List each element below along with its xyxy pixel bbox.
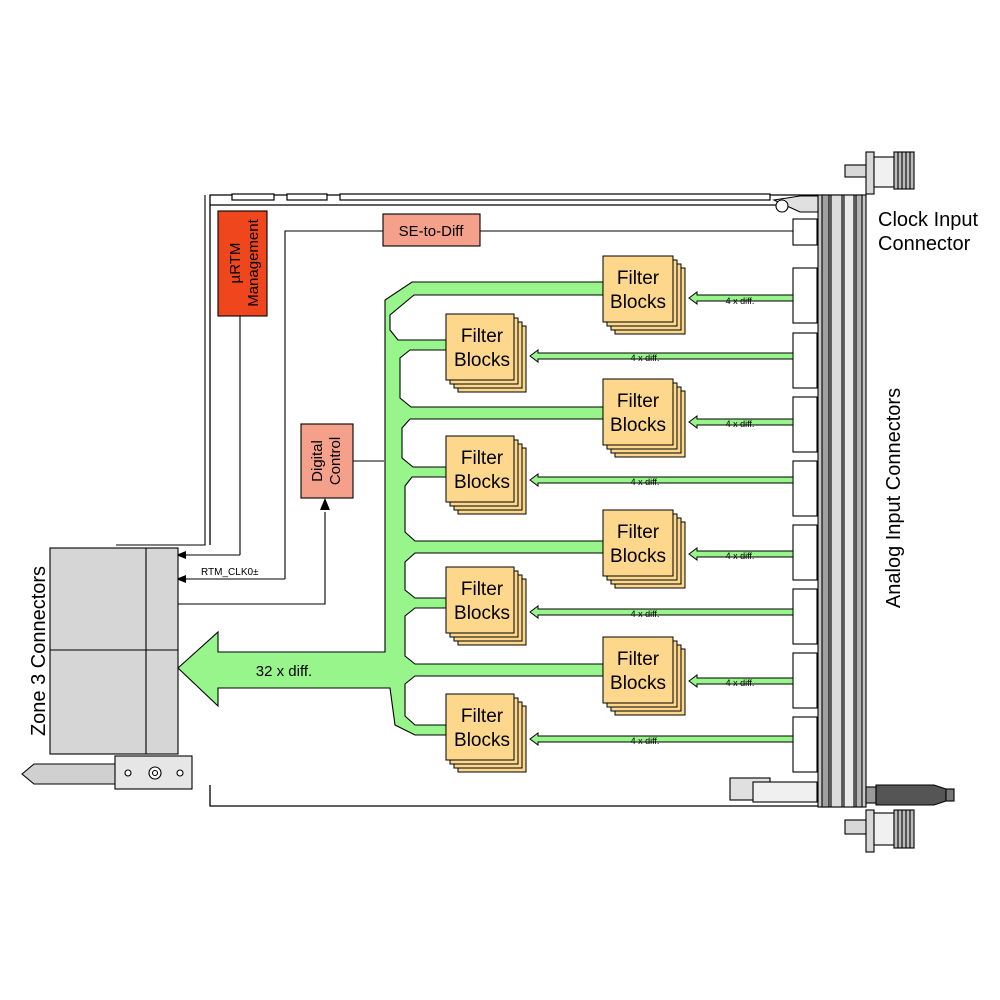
filter-block-label: Filter [461,706,504,727]
input-arrow [529,605,794,619]
zone3-connector-block [49,547,179,755]
filter-block-label: Blocks [454,603,510,624]
input-arrow [688,547,794,561]
input-arrows [529,291,794,746]
digital-control-block [300,423,354,499]
filter-block-label: Blocks [610,292,666,313]
filter-block-label: Filter [617,391,660,412]
filter-block-label: Blocks [610,546,666,567]
clock-socket [792,218,818,246]
input-diff-label: 4 x diff. [631,477,660,487]
bottom-panel-hardware [729,777,955,853]
filter-block-label: Filter [461,448,504,469]
filter-block-stack [445,313,527,393]
input-diff-label: 4 x diff. [726,296,755,306]
zone3-label: Zone 3 Connectors [28,566,50,736]
filter-block-label: Filter [617,649,660,670]
filter-block-stack [445,435,527,515]
input-arrow [529,732,794,746]
urtm-label-line1: µRTM [227,243,244,284]
input-diff-label: 4 x diff. [726,678,755,688]
filter-block-stack [445,566,527,646]
digital-control-line2: Control [327,437,344,485]
ejector-handle [21,755,193,790]
analog-input-sockets [792,267,818,773]
clock-input-label-line1: Clock Input [878,209,978,231]
input-arrow [688,291,794,305]
urtm-label-line2: Management [245,218,262,306]
se-to-diff-label: SE-to-Diff [399,223,465,240]
se-to-diff-block [382,213,481,247]
input-diff-label: 4 x diff. [631,609,660,619]
filter-block-stack [602,636,686,716]
input-arrow [688,674,794,688]
input-diff-label: 4 x diff. [726,419,755,429]
filter-block-label: Blocks [454,730,510,751]
digital-control-line1: Digital [309,440,326,482]
input-arrow [688,415,794,429]
input-diff-label: 4 x diff. [631,353,660,363]
input-diff-label: 4 x diff. [631,736,660,746]
filter-block-label: Blocks [610,673,666,694]
clock-input-label-line2: Connector [878,233,971,255]
signal-lines [116,195,793,605]
bus-arrow [177,281,604,736]
analog-input-label: Analog Input Connectors [883,388,905,608]
front-panel [817,194,867,808]
filter-block-label: Filter [461,326,504,347]
input-arrow-labels: 4 x diff. 4 x diff. 4 x diff. 4 x diff. … [631,296,755,746]
input-arrow [529,349,794,363]
bus-label: 32 x diff. [256,663,312,680]
top-panel-hardware [772,151,915,213]
rtm-clk-label: RTM_CLK0± [201,567,259,578]
filter-block-stack [602,255,686,335]
filter-block-label: Filter [617,522,660,543]
urtm-management-block [217,210,268,317]
filter-block-labels: Filter Blocks Filter Blocks Filter Block… [454,268,666,751]
filter-blocks [445,255,686,773]
filter-block-label: Blocks [454,472,510,493]
filter-block-label: Filter [461,579,504,600]
filter-block-label: Blocks [454,350,510,371]
input-arrow [529,473,794,487]
filter-block-label: Blocks [610,415,666,436]
filter-block-stack [602,509,686,589]
filter-block-stack [602,378,686,458]
top-edge-slots [231,193,771,201]
input-diff-label: 4 x diff. [726,551,755,561]
filter-block-stack [445,693,527,773]
filter-block-label: Filter [617,268,660,289]
